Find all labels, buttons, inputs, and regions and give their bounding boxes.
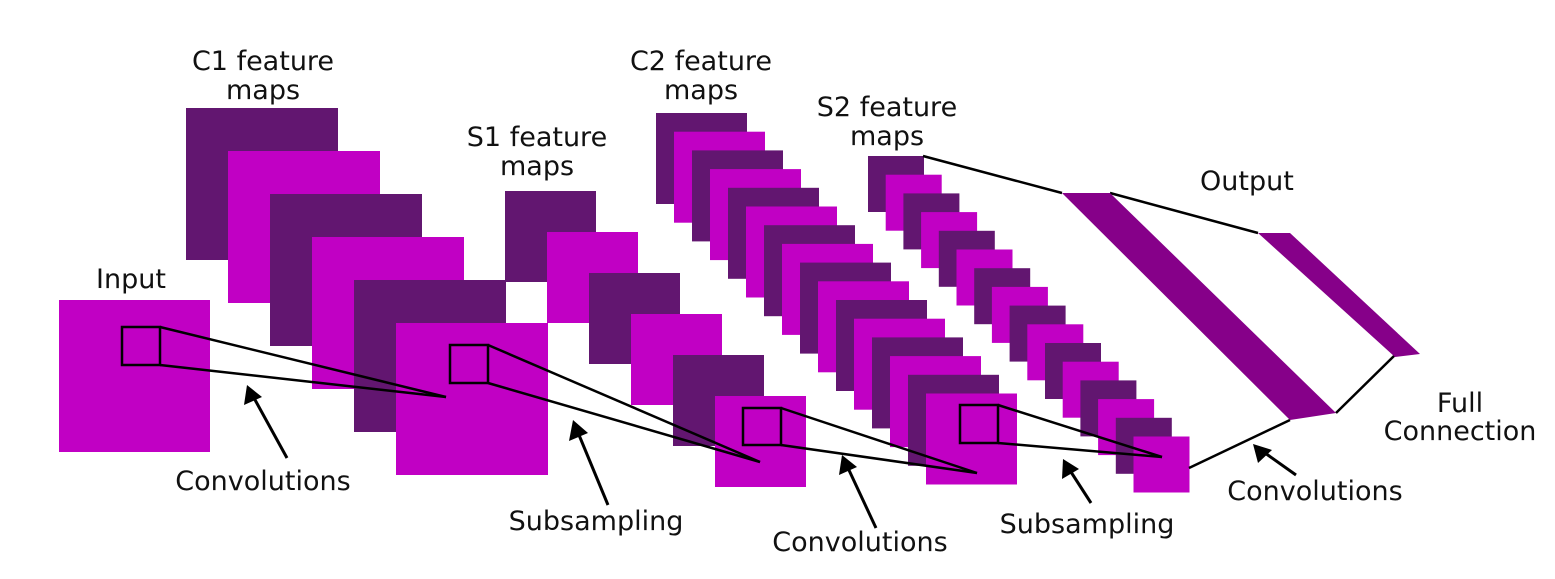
input-layer <box>59 300 210 452</box>
s2-receptive-field <box>958 403 1000 445</box>
labels: C1 feature maps S1 feature maps C2 featu… <box>96 46 1536 558</box>
c2-feature-map-16 <box>926 393 1017 485</box>
convolutions-label-2: Convolutions <box>772 527 947 558</box>
subsampling-arrow-1 <box>569 420 610 506</box>
c1-receptive-field <box>448 343 490 385</box>
arrows <box>244 385 1297 529</box>
c1-label-line1: C1 feature <box>192 46 334 77</box>
subsampling-arrow-2 <box>1062 459 1093 504</box>
output-layer <box>1062 193 1420 420</box>
c2-feature-maps-stack <box>656 113 1017 485</box>
s2-feature-maps-stack <box>868 156 1190 493</box>
c1-feature-map-6 <box>396 323 548 475</box>
c1-to-s1-line-bottom <box>487 381 761 464</box>
output-to-full-line-top <box>1109 191 1259 235</box>
full-connection-label-line1: Full <box>1437 388 1483 419</box>
input-to-c1-line-top <box>159 325 447 399</box>
convolutions-arrow-3 <box>1253 444 1297 477</box>
full-connection-label-line2: Connection <box>1384 416 1537 447</box>
c2-to-s2-line-top <box>997 403 1163 459</box>
input-receptive-field <box>120 325 162 367</box>
s2-label-line2: maps <box>850 121 924 152</box>
input-map <box>59 300 210 452</box>
s2-label-line1: S2 feature <box>817 92 957 123</box>
output-to-full-line-bottom <box>1335 354 1396 414</box>
s1-to-c2-line-bottom <box>780 443 978 475</box>
s1-label-line2: maps <box>500 151 574 182</box>
c1-label-line2: maps <box>226 75 300 106</box>
s2-to-output-line-bottom <box>1188 418 1291 470</box>
c2-label-line2: maps <box>664 75 738 106</box>
s2-to-output-line-top <box>922 154 1063 195</box>
s1-to-c2-line-top <box>780 406 978 475</box>
c1-feature-maps-stack <box>186 108 548 475</box>
input-label: Input <box>96 264 166 295</box>
s1-feature-maps-stack <box>505 191 806 487</box>
output-band-2 <box>1258 233 1420 357</box>
convolutions-arrow-1 <box>244 385 289 459</box>
c1-to-s1-line-top <box>487 343 761 464</box>
output-label: Output <box>1200 166 1294 197</box>
subsampling-label-2: Subsampling <box>1000 509 1175 540</box>
projection-lines <box>159 154 1396 475</box>
output-band-1 <box>1062 193 1336 420</box>
c2-receptive-field <box>741 406 783 447</box>
c2-label-line1: C2 feature <box>630 46 772 77</box>
convolutions-label-3: Convolutions <box>1227 476 1402 507</box>
s1-label-line1: S1 feature <box>467 122 607 153</box>
s1-feature-map-6 <box>715 396 806 487</box>
c2-to-s2-line-bottom <box>997 441 1163 459</box>
input-to-c1-line-bottom <box>159 363 447 399</box>
s2-feature-map-16 <box>1133 436 1190 493</box>
convolutions-arrow-2 <box>839 455 878 529</box>
convolutions-label-1: Convolutions <box>175 466 350 497</box>
subsampling-label-1: Subsampling <box>509 506 684 537</box>
